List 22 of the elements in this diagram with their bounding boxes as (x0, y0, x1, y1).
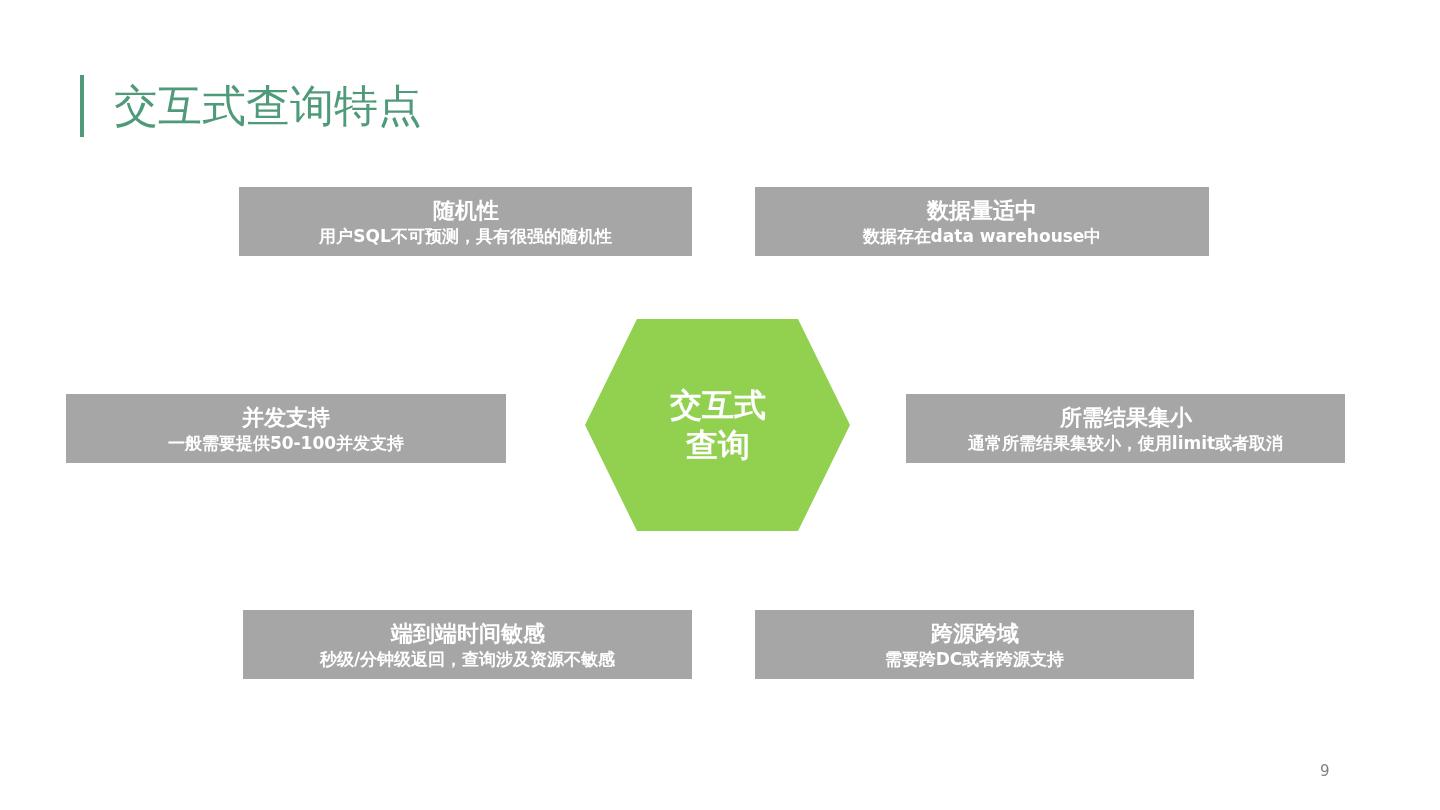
slide-title: 交互式查询特点 (114, 79, 422, 133)
feature-heading: 并发支持 (242, 403, 330, 432)
feature-box (239, 187, 692, 256)
feature-description: 秒级/分钟级返回，查询涉及资源不敏感 (319, 647, 616, 670)
feature-box (755, 610, 1194, 679)
page-number: 9 (1320, 762, 1330, 780)
feature-box (755, 187, 1209, 256)
feature-heading: 端到端时间敏感 (390, 619, 545, 648)
hexagon (585, 319, 850, 531)
feature-description: 用户SQL不可预测，具有很强的随机性 (319, 224, 612, 247)
feature-heading: 所需结果集小 (1059, 403, 1192, 432)
feature-box (906, 394, 1345, 463)
feature-description: 需要跨DC或者跨源支持 (884, 647, 1065, 670)
feature-description: 一般需要提供50-100并发支持 (167, 431, 405, 454)
feature-description: 数据存在data warehouse中 (862, 224, 1102, 247)
feature-heading: 随机性 (432, 196, 499, 225)
feature-heading: 数据量适中 (927, 196, 1037, 225)
feature-heading: 跨源跨域 (930, 619, 1019, 648)
feature-box (66, 394, 506, 463)
feature-box (243, 610, 692, 679)
feature-heading: 交互式查询 (668, 385, 767, 465)
feature-description: 通常所需结果集较小，使用limit或者取消 (967, 431, 1284, 454)
